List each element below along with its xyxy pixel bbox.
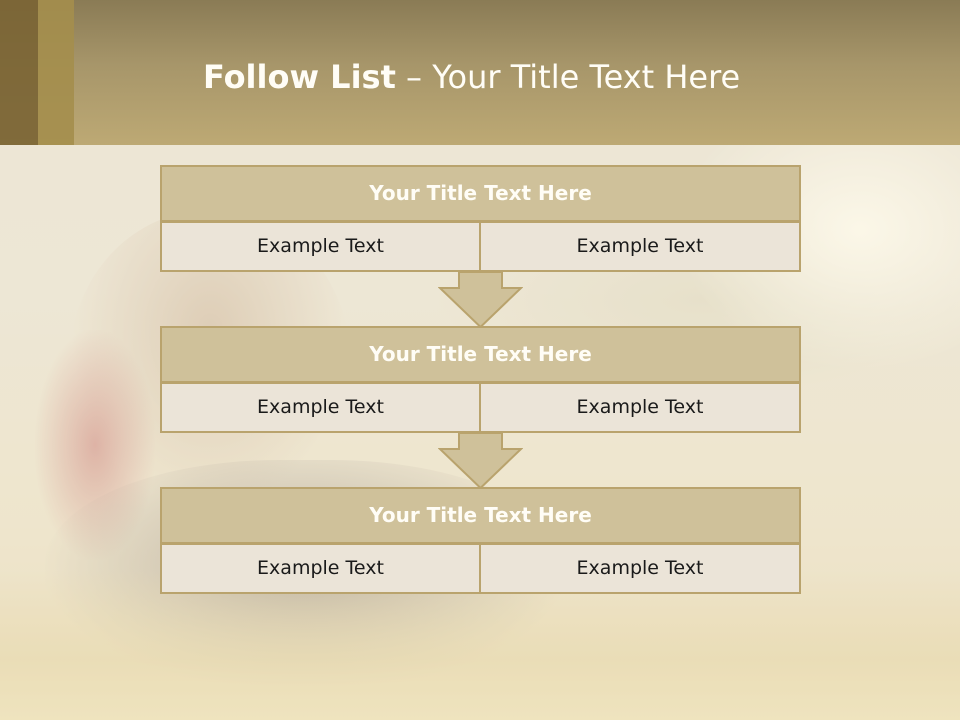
step-cell-left: Example Text <box>160 543 481 594</box>
step-cell-left: Example Text <box>160 382 481 433</box>
down-arrow-icon <box>438 432 523 490</box>
photo-grass <box>0 570 960 720</box>
down-arrow-icon <box>438 271 523 329</box>
step-cell-right: Example Text <box>479 221 801 272</box>
slide-title-bold: Follow List <box>203 58 396 96</box>
header-accent-strip-dark <box>0 0 38 145</box>
step-cell-right: Example Text <box>479 382 801 433</box>
step-box-2: Your Title Text Here Example Text Exampl… <box>160 326 801 433</box>
slide-title-rest: – Your Title Text Here <box>395 58 741 96</box>
step-heading: Your Title Text Here <box>160 165 801 222</box>
step-box-3: Your Title Text Here Example Text Exampl… <box>160 487 801 594</box>
header-band <box>0 0 960 145</box>
step-heading: Your Title Text Here <box>160 487 801 544</box>
slide-title: Follow List – Your Title Text Here <box>203 55 740 99</box>
header-accent-strip-light <box>38 0 74 145</box>
step-heading: Your Title Text Here <box>160 326 801 383</box>
step-box-1: Your Title Text Here Example Text Exampl… <box>160 165 801 272</box>
step-cell-right: Example Text <box>479 543 801 594</box>
step-cell-left: Example Text <box>160 221 481 272</box>
